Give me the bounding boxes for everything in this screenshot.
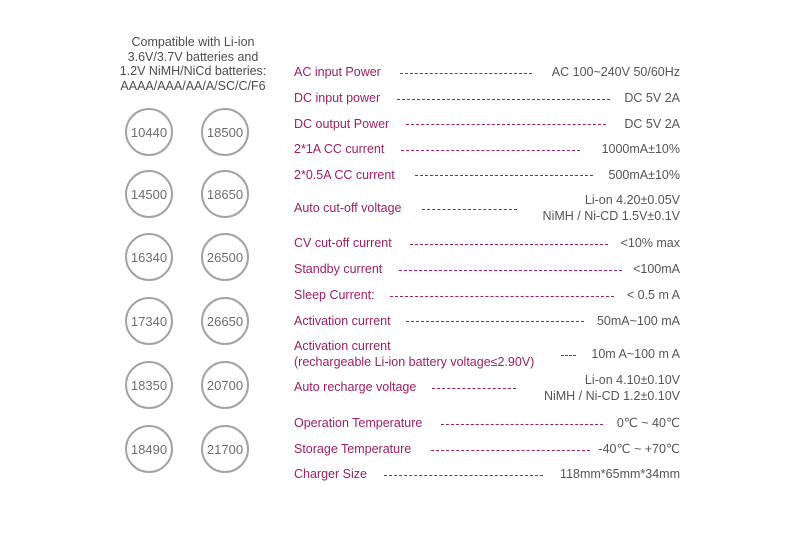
battery-size-16340: 16340 — [125, 233, 173, 281]
spec-value: 0℃ ~ 40℃ — [617, 415, 680, 431]
spec-label: Auto cut-off voltage — [294, 200, 401, 216]
leader-dashes — [561, 355, 576, 356]
spec-label: 2*0.5A CC current — [294, 167, 395, 183]
leader-dashes — [406, 124, 606, 125]
spec-value: <100mA — [633, 261, 680, 277]
spec-value-line: < 0.5 m A — [626, 288, 680, 302]
spec-value: Li-on 4.20±0.05V NiMH / Ni-CD 1.5V±0.1V — [543, 192, 680, 224]
spec-label: CV cut-off current — [294, 235, 392, 251]
spec-label-line: 2*1A CC current — [294, 142, 385, 156]
spec-value-line: <10% max — [620, 236, 680, 250]
leader-dashes — [384, 475, 543, 476]
spec-value: AC 100~240V 50/60Hz — [552, 64, 680, 80]
battery-size-18490: 18490 — [125, 425, 173, 473]
leader-dashes — [401, 150, 580, 151]
spec-label-line: DC input power — [294, 91, 381, 105]
leader-dashes — [400, 73, 532, 74]
spec-label: Sleep Current: — [294, 287, 375, 303]
spec-label: Storage Temperature — [294, 441, 411, 457]
spec-value: <10% max — [621, 235, 680, 251]
battery-size-14500: 14500 — [125, 170, 173, 218]
spec-value: 500mA±10% — [609, 167, 680, 183]
spec-label: Operation Temperature — [294, 415, 422, 431]
spec-label-line: Operation Temperature — [294, 416, 423, 430]
leader-dashes — [410, 244, 608, 245]
compat-line: 3.6V/3.7V batteries and — [127, 49, 259, 64]
leader-dashes — [431, 450, 590, 451]
spec-label: Standby current — [294, 261, 382, 277]
spec-label: AC input Power — [294, 64, 381, 80]
spec-value-line: 1000mA±10% — [601, 142, 680, 156]
spec-value-line: <100mA — [633, 262, 680, 276]
spec-value: 10m A~100 m A — [591, 346, 680, 362]
spec-value-line: 118mm*65mm*34mm — [560, 467, 680, 481]
battery-size-18350: 18350 — [125, 361, 173, 409]
spec-value-line: AC 100~240V 50/60Hz — [551, 65, 680, 79]
battery-size-18650: 18650 — [201, 170, 249, 218]
spec-value: -40℃ ~ +70℃ — [598, 441, 680, 457]
battery-size-10440: 10440 — [125, 108, 173, 156]
spec-value: 1000mA±10% — [602, 141, 680, 157]
spec-value-line: Li-on 4.20±0.05V — [584, 193, 680, 207]
spec-label-line: Sleep Current: — [294, 288, 375, 302]
spec-label-line: Activation current — [294, 339, 391, 353]
spec-value-line: 50mA~100 mA — [596, 314, 680, 328]
spec-label-line: Storage Temperature — [294, 442, 412, 456]
leader-dashes — [432, 388, 516, 389]
leader-dashes — [415, 175, 593, 176]
spec-value: < 0.5 m A — [627, 287, 680, 303]
spec-label: Activation current (rechargeable Li-ion b… — [294, 338, 534, 370]
leader-dashes — [390, 296, 614, 297]
spec-value: 50mA~100 mA — [597, 313, 680, 329]
spec-value-line: Li-on 4.10±0.10V — [584, 373, 680, 387]
spec-label-line: Charger Size — [294, 467, 367, 481]
compatibility-note: Compatible with Li-ion 3.6V/3.7V batteri… — [108, 35, 278, 93]
spec-label-line: Standby current — [294, 262, 383, 276]
spec-value-line: NiMH / Ni-CD 1.2±0.10V — [543, 389, 680, 403]
spec-value-line: 0℃ ~ 40℃ — [616, 416, 680, 430]
spec-value: DC 5V 2A — [624, 116, 680, 132]
battery-size-26500: 26500 — [201, 233, 249, 281]
spec-value-line: DC 5V 2A — [624, 117, 680, 131]
spec-label-line: Activation current — [294, 314, 391, 328]
spec-label-line: CV cut-off current — [294, 236, 392, 250]
spec-label-line: 2*0.5A CC current — [294, 168, 395, 182]
battery-size-17340: 17340 — [125, 297, 173, 345]
spec-value: Li-on 4.10±0.10V NiMH / Ni-CD 1.2±0.10V — [544, 372, 680, 404]
leader-dashes — [399, 270, 622, 271]
spec-value-line: DC 5V 2A — [624, 91, 680, 105]
spec-value-line: 10m A~100 m A — [591, 347, 680, 361]
spec-value: 118mm*65mm*34mm — [560, 466, 680, 482]
battery-size-18500: 18500 — [201, 108, 249, 156]
leader-dashes — [441, 424, 603, 425]
leader-dashes — [397, 99, 610, 100]
leader-dashes — [422, 209, 517, 210]
leader-dashes — [406, 321, 584, 322]
battery-size-20700: 20700 — [201, 361, 249, 409]
spec-label: DC output Power — [294, 116, 389, 132]
compat-line: Compatible with Li-ion — [131, 35, 255, 49]
spec-value-line: NiMH / Ni-CD 1.5V±0.1V — [542, 209, 680, 223]
spec-label: Charger Size — [294, 466, 367, 482]
spec-label-line: DC output Power — [294, 117, 390, 131]
compat-line: 1.2V NiMH/NiCd batteries: — [119, 64, 267, 78]
spec-label: DC input power — [294, 90, 380, 106]
spec-value-line: -40℃ ~ +70℃ — [598, 442, 680, 456]
spec-value: DC 5V 2A — [624, 90, 680, 106]
spec-label-line: Auto recharge voltage — [294, 380, 417, 394]
battery-size-21700: 21700 — [201, 425, 249, 473]
spec-label: 2*1A CC current — [294, 141, 384, 157]
spec-label-line: Auto cut-off voltage — [294, 201, 402, 215]
spec-label-line: (rechargeable Li-ion battery voltage≤2.9… — [294, 355, 535, 369]
spec-label: Activation current — [294, 313, 391, 329]
compat-line: AAAA/AAA/AA/A/SC/C/F6 — [120, 78, 266, 93]
spec-label: Auto recharge voltage — [294, 379, 416, 395]
spec-value-line: 500mA±10% — [608, 168, 680, 182]
battery-size-26650: 26650 — [201, 297, 249, 345]
spec-label-line: AC input Power — [294, 65, 381, 79]
